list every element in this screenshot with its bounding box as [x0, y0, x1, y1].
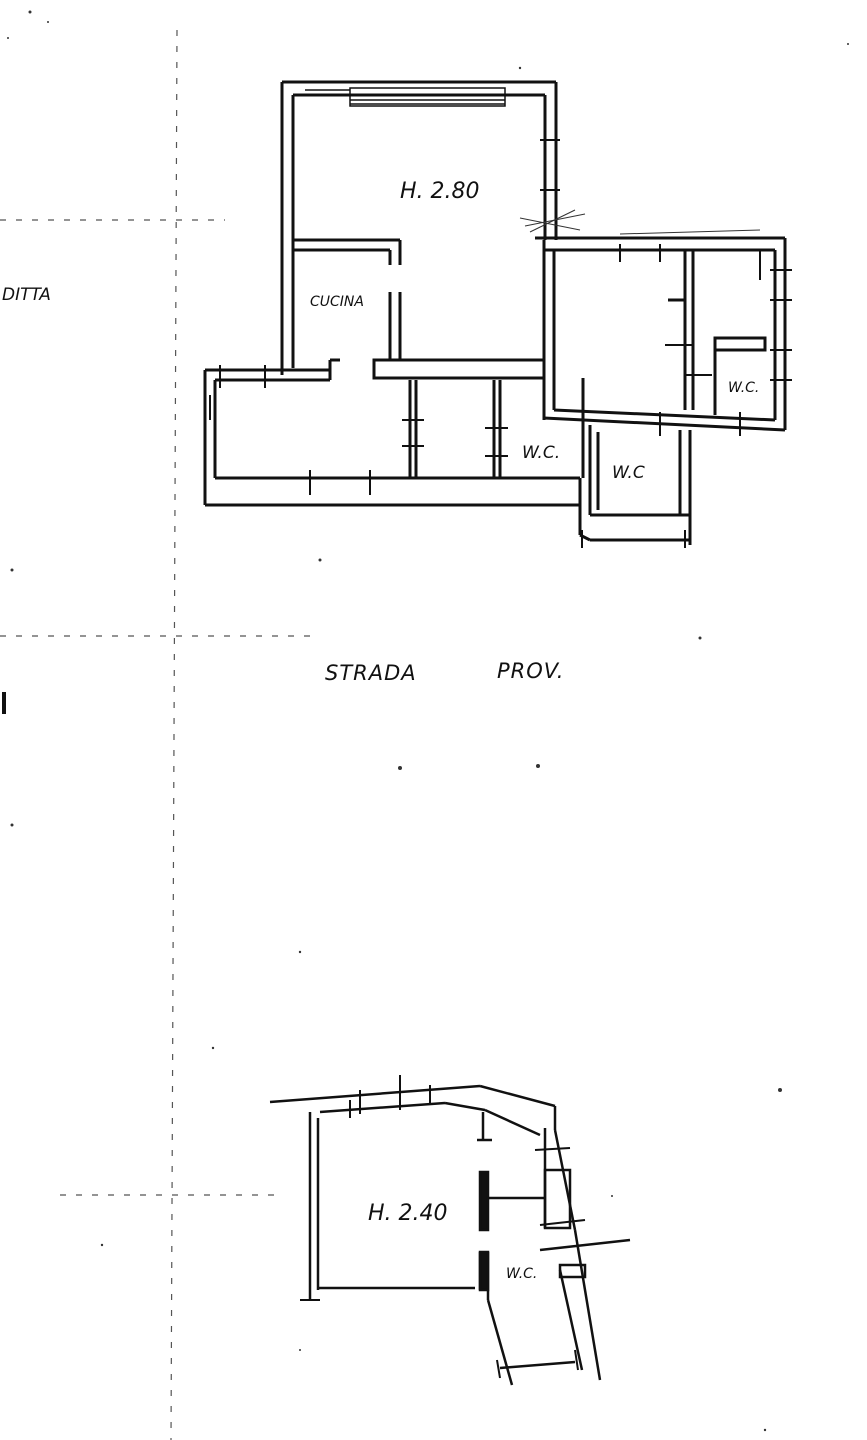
right-wing-walls — [535, 236, 787, 432]
wc-label-right: W.C. — [728, 380, 759, 396]
wc-label-bottom: W.C. — [506, 1266, 537, 1282]
lower-floor-plan — [269, 1084, 631, 1386]
top-window — [305, 87, 506, 107]
left-edge-mark — [2, 692, 6, 714]
wall-junction-hatch — [519, 209, 761, 235]
scan-specks — [7, 10, 849, 1432]
upper-floor-height-label: H. 2.80 — [400, 179, 480, 204]
opening-ticks — [209, 139, 792, 548]
sheet-guide-lines — [0, 29, 320, 1440]
corridor-walls — [372, 240, 546, 420]
road-label-word2: PROV. — [497, 659, 564, 683]
wc-lower-box — [579, 425, 692, 545]
vertical-guide-line — [170, 29, 178, 1440]
main-room-walls — [280, 80, 558, 375]
owner-label: DITTA — [2, 285, 51, 305]
kitchen-label: CUCINA — [310, 294, 364, 310]
wc-label-lower: W.C — [612, 463, 645, 483]
upper-floor-plan — [203, 80, 792, 548]
lower-left-rooms — [203, 358, 585, 535]
lower-opening-ticks — [300, 1075, 586, 1379]
wc-label-middle: W.C. — [522, 443, 560, 463]
kitchen-partition — [293, 238, 402, 360]
lower-floor-height-label: H. 2.40 — [368, 1201, 448, 1226]
road-label-word1: STRADA — [325, 661, 417, 685]
